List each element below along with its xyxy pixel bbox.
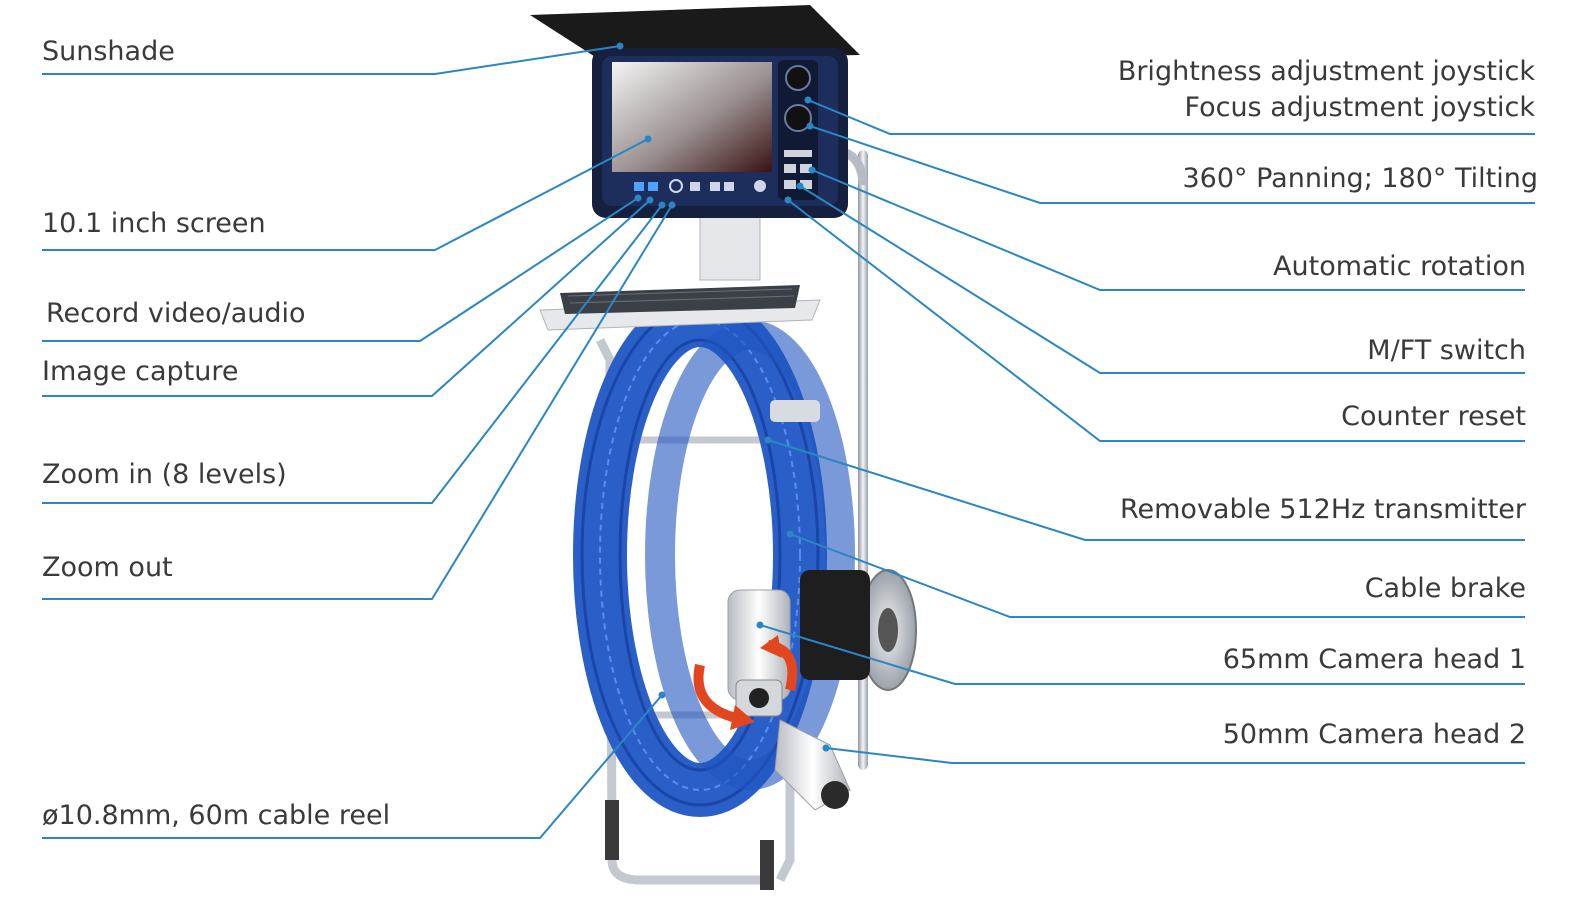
monitor-mount: [699, 209, 761, 281]
leader-cable-brake: [789, 533, 1525, 618]
leader-screen: [42, 138, 649, 251]
label-cable-reel: ø10.8mm, 60m cable reel: [42, 800, 391, 831]
leader-record: [42, 197, 639, 342]
brightness-joystick: [785, 65, 811, 91]
camera-head-1: [727, 589, 791, 717]
label-screen: 10.1 inch screen: [42, 208, 266, 239]
leader-zoom-out: [42, 204, 673, 600]
label-record: Record video/audio: [46, 298, 306, 329]
leader-sunshade: [42, 45, 621, 75]
label-camera-head-1: 65mm Camera head 1: [1222, 644, 1526, 675]
label-capture: Image capture: [42, 356, 239, 387]
cable-reel: [573, 293, 855, 817]
monitor: [592, 48, 848, 218]
focus-joystick: [784, 104, 812, 132]
leader-cable-reel: [42, 694, 663, 839]
label-auto-rotation: Automatic rotation: [1273, 251, 1526, 282]
label-zoom-out: Zoom out: [42, 552, 173, 583]
leader-transmitter: [767, 439, 1525, 541]
leader-lines-left: [42, 45, 673, 839]
leader-joysticks: [807, 99, 1535, 135]
leader-mft-switch: [799, 185, 1525, 374]
leader-capture: [42, 199, 651, 397]
label-cable-brake: Cable brake: [1364, 573, 1526, 604]
leader-camera-1: [759, 624, 1525, 685]
label-focus: Focus adjustment joystick: [1184, 92, 1535, 123]
label-sunshade: Sunshade: [42, 36, 175, 67]
label-mft-switch: M/FT switch: [1367, 335, 1526, 366]
rotation-arrows: [693, 635, 798, 730]
label-counter-reset: Counter reset: [1341, 401, 1526, 432]
label-camera-head-2: 50mm Camera head 2: [1222, 719, 1526, 750]
push-rod: [753, 400, 820, 620]
leader-pan-tilt: [809, 125, 1535, 204]
monitor-screen: [612, 62, 772, 172]
battery-box: [800, 570, 870, 680]
leader-lines-right: [759, 99, 1535, 764]
label-transmitter: Removable 512Hz transmitter: [1119, 494, 1526, 525]
leader-camera-2: [825, 747, 1525, 764]
leader-dots: [616, 42, 830, 752]
leader-counter-reset: [787, 199, 1525, 442]
leader-zoom-in: [42, 204, 663, 504]
label-brightness: Brightness adjustment joystick: [1117, 56, 1535, 87]
leader-auto-rotation: [811, 169, 1525, 291]
label-zoom-in: Zoom in (8 levels): [42, 459, 287, 490]
camera-head-2: [774, 719, 851, 811]
label-pan-tilt: 360° Panning; 180° Tilting: [1182, 163, 1538, 194]
